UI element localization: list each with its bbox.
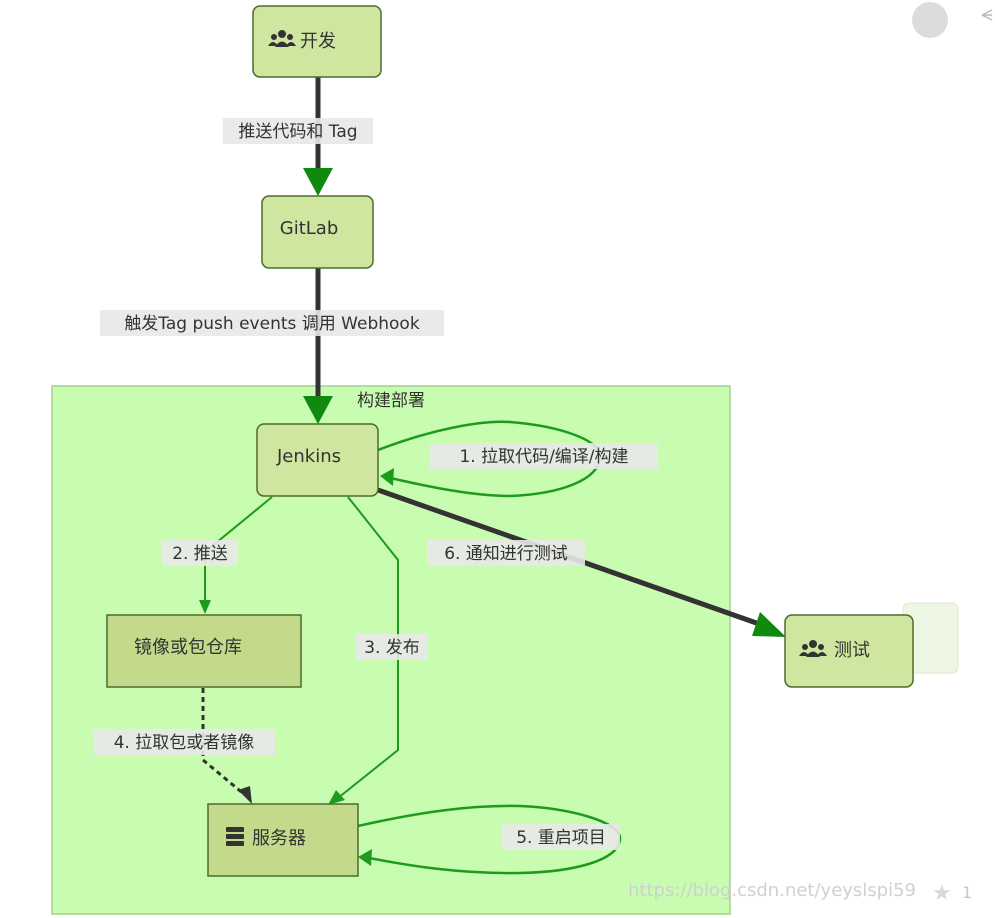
edge-label-step5: 5. 重启项目 (502, 824, 620, 850)
node-gitlab-label: GitLab (280, 218, 339, 239)
arrowhead-server-restart (358, 849, 372, 866)
svg-text:5. 重启项目: 5. 重启项目 (516, 828, 606, 848)
node-test-label: 测试 (834, 640, 870, 661)
arrowhead-server-pull (238, 786, 252, 804)
watermark: https://blog.csdn.net/yeyslspi59 (628, 880, 916, 901)
node-jenkins[interactable]: Jenkins (256, 423, 379, 497)
edge-label-step1: 1. 拉取代码/编译/构建 (430, 443, 658, 469)
node-server[interactable]: 服务器 (207, 803, 359, 877)
node-dev[interactable]: 开发 (252, 5, 382, 78)
users-icon (268, 30, 296, 47)
edge-label-step6: 6. 通知进行测试 (427, 540, 585, 566)
node-dev-label: 开发 (300, 31, 336, 52)
edge-label-step3: 3. 发布 (356, 634, 428, 660)
user-avatar[interactable] (912, 2, 948, 38)
arrowhead-test (752, 612, 786, 637)
arrowhead-server-deploy (328, 790, 345, 805)
node-server-label: 服务器 (252, 828, 306, 849)
users-icon (799, 640, 827, 657)
edge-label-step2: 2. 推送 (162, 540, 238, 566)
svg-text:4. 拉取包或者镜像: 4. 拉取包或者镜像 (114, 733, 255, 753)
node-gitlab[interactable]: GitLab (261, 195, 374, 269)
like-count: 1 (962, 883, 972, 902)
node-registry[interactable]: 镜像或包仓库 (106, 614, 302, 688)
node-test[interactable]: 测试 (784, 614, 914, 688)
node-jenkins-label: Jenkins (276, 446, 341, 467)
svg-text:6. 通知进行测试: 6. 通知进行测试 (444, 544, 568, 564)
share-icon[interactable] (981, 9, 993, 21)
edge-registry-server (201, 688, 246, 797)
svg-text:3. 发布: 3. 发布 (364, 638, 420, 658)
server-icon (226, 827, 244, 846)
svg-text:1. 拉取代码/编译/构建: 1. 拉取代码/编译/构建 (459, 447, 628, 467)
arrowhead-loop (380, 468, 394, 486)
arrowhead-jenkins (303, 396, 333, 424)
edge-label-trigger: 触发Tag push events 调用 Webhook (100, 310, 444, 336)
edge-label-step4: 4. 拉取包或者镜像 (93, 729, 275, 755)
star-icon[interactable]: ★ (932, 881, 952, 906)
edge-label-push: 推送代码和 Tag (223, 118, 373, 144)
subgraph-title: 构建部署 (357, 391, 425, 411)
node-registry-label: 镜像或包仓库 (134, 637, 242, 658)
arrowhead-registry (199, 600, 211, 614)
svg-text:触发Tag push events 调用 Webhook: 触发Tag push events 调用 Webhook (124, 314, 420, 334)
svg-text:2. 推送: 2. 推送 (172, 544, 228, 564)
svg-text:推送代码和 Tag: 推送代码和 Tag (238, 122, 357, 142)
arrowhead-gitlab (303, 168, 333, 196)
